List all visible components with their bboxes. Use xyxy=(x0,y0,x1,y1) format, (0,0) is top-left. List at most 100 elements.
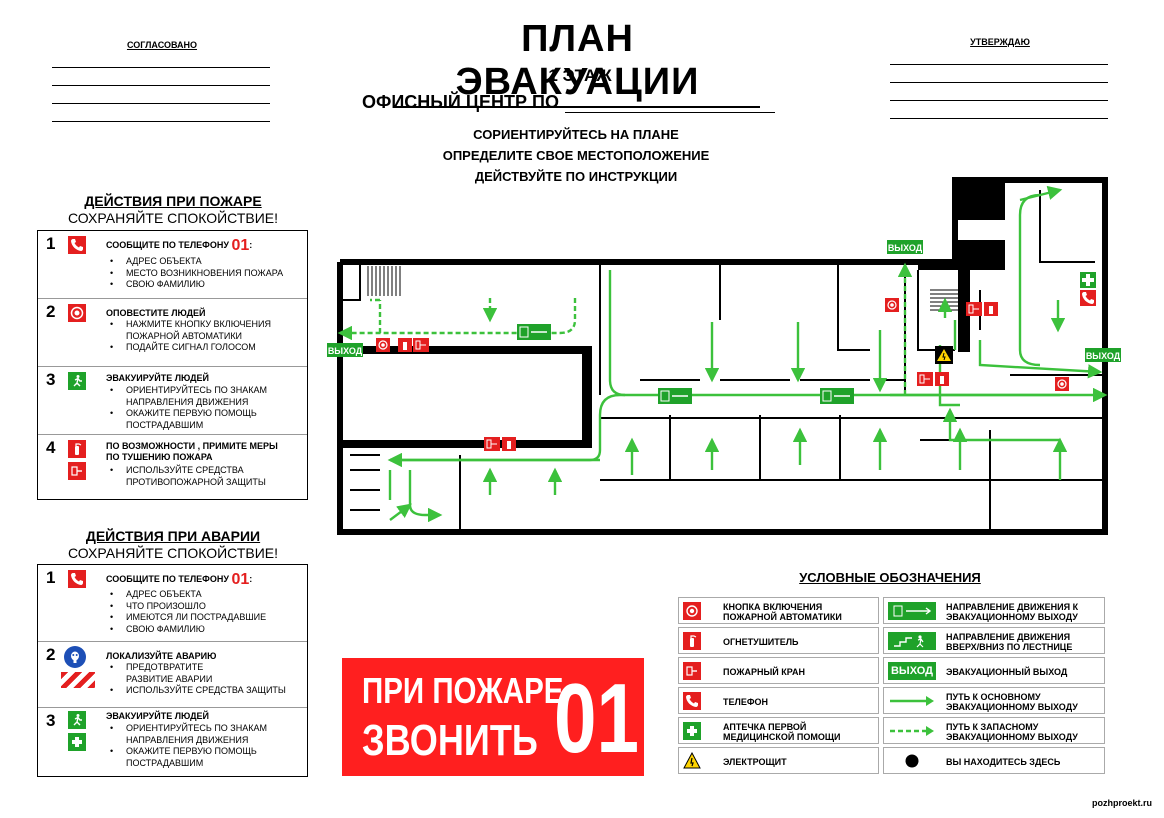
step-list: ИСПОЛЬЗУЙТЕ СРЕДСТВА ПРОТИВОПОЖАРНОЙ ЗАЩ… xyxy=(106,465,276,488)
signature-line xyxy=(890,83,1108,101)
approve-block: УТВЕРЖДАЮ xyxy=(890,37,1110,119)
accident-actions-subtitle: СОХРАНЯЙТЕ СПОКОЙСТВИЕ! xyxy=(67,545,279,561)
electrical-panel-icon xyxy=(683,752,701,770)
list-item: ИМЕЮТСЯ ЛИ ПОСТРАДАВШИЕ xyxy=(106,612,266,624)
list-item: ОРИЕНТИРУЙТЕСЬ ПО ЗНАКАМ НАПРАВЛЕНИЯ ДВИ… xyxy=(106,385,276,408)
office-center-line: ОФИСНЫЙ ЦЕНТР ПО xyxy=(362,92,775,113)
main-path xyxy=(1018,193,1041,367)
step-heading: ЭВАКУИРУЙТЕ ЛЮДЕЙ xyxy=(106,373,209,383)
reserve-path xyxy=(337,298,577,341)
fire-alarm-button-icon xyxy=(683,602,701,620)
staircase xyxy=(367,266,958,311)
exit-sign-icon: ВЫХОД xyxy=(888,662,936,680)
legend-item: ПУТЬ К ЗАПАСНОМУ ЭВАКУАЦИОННОМУ ВЫХОДУ xyxy=(883,717,1105,744)
fire-step-4: 4 ПО ВОЗМОЖНОСТИ , ПРИМИТЕ МЕРЫ ПО ТУШЕН… xyxy=(38,435,307,499)
legend-text: ВЫ НАХОДИТЕСЬ ЗДЕСЬ xyxy=(946,756,1061,767)
signature-line xyxy=(52,104,270,122)
legend-item: НАПРАВЛЕНИЕ ДВИЖЕНИЯ К ЭВАКУАЦИОННОМУ ВЫ… xyxy=(883,597,1105,624)
reserve-path xyxy=(370,298,382,333)
gas-mask-icon xyxy=(64,646,86,668)
instruction-line: СОРИЕНТИРУЙТЕСЬ НА ПЛАНЕ xyxy=(473,127,679,142)
inner-wall-block xyxy=(918,262,958,270)
fire-call-banner: ПРИ ПОЖАРЕ ЗВОНИТЬ 01 xyxy=(342,658,644,776)
signature-line xyxy=(52,50,270,68)
orientation-instructions: СОРИЕНТИРУЙТЕСЬ НА ПЛАНЕ ОПРЕДЕЛИТЕ СВОЕ… xyxy=(376,124,776,187)
emergency-number: 01 xyxy=(231,571,250,588)
legend-item: ЭЛЕКТРОЩИТ xyxy=(678,747,879,774)
accident-actions-panel: 1 СООБЩИТЕ ПО ТЕЛЕФОНУ 01: АДРЕС ОБЪЕКТА… xyxy=(37,564,308,777)
step-number: 1 xyxy=(46,568,56,587)
you-are-here-icon xyxy=(888,752,936,770)
step-heading-text: СООБЩИТЕ ПО ТЕЛЕФОНУ xyxy=(106,574,229,584)
step-heading: ЭВАКУИРУЙТЕ ЛЮДЕЙ xyxy=(106,711,209,721)
inner-wall-block xyxy=(958,262,970,352)
list-item: ПОДАЙТЕ СИГНАЛ ГОЛОСОМ xyxy=(106,342,276,354)
floor-label: 1 ЭТАЖ xyxy=(548,66,612,85)
phone-icon xyxy=(68,236,86,254)
site-credit: pozhproekt.ru xyxy=(1092,798,1152,808)
evacuation-direction-icon xyxy=(820,388,854,404)
fire-alarm-button-icon xyxy=(68,304,86,322)
main-path xyxy=(1019,185,1063,202)
legend-item: ОГНЕТУШИТЕЛЬ xyxy=(678,627,879,654)
evacuation-direction-icon xyxy=(888,602,936,620)
legend-title: УСЛОВНЫЕ ОБОЗНАЧЕНИЯ xyxy=(799,570,981,585)
fire-step-1: 1 СООБЩИТЕ ПО ТЕЛЕФОНУ 01: АДРЕС ОБЪЕКТА… xyxy=(38,231,307,299)
list-item: ОРИЕНТИРУЙТЕСЬ ПО ЗНАКАМ НАПРАВЛЕНИЯ ДВИ… xyxy=(106,723,276,746)
page-title: ПЛАН ЭВАКУАЦИИ xyxy=(395,18,760,108)
office-name-blank xyxy=(564,95,775,113)
reserve-evacuation-paths xyxy=(337,262,913,395)
main-path xyxy=(938,320,960,407)
first-aid-icon xyxy=(1080,272,1096,288)
first-aid-icon xyxy=(68,733,86,751)
step-number: 3 xyxy=(46,370,56,389)
step-number: 1 xyxy=(46,234,56,253)
list-item: ИСПОЛЬЗУЙТЕ СРЕДСТВА ПРОТИВОПОЖАРНОЙ ЗАЩ… xyxy=(106,465,276,488)
list-item: ОКАЖИТЕ ПЕРВУЮ ПОМОЩЬ ПОСТРАДАВШИМ xyxy=(106,746,276,769)
step-heading: ПО ВОЗМОЖНОСТИ , ПРИМИТЕ МЕРЫ ПО ТУШЕНИЮ… xyxy=(106,441,278,462)
legend-text: ПУТЬ К ЗАПАСНОМУ ЭВАКУАЦИОННОМУ ВЫХОДУ xyxy=(946,721,1078,742)
legend-item: ВЫ НАХОДИТЕСЬ ЗДЕСЬ xyxy=(883,747,1105,774)
heading-suffix: : xyxy=(249,240,253,250)
main-path xyxy=(408,470,443,523)
legend-text: НАПРАВЛЕНИЕ ДВИЖЕНИЯ К ЭВАКУАЦИОННОМУ ВЫ… xyxy=(946,601,1079,622)
accident-step-1: 1 СООБЩИТЕ ПО ТЕЛЕФОНУ 01: АДРЕС ОБЪЕКТА… xyxy=(38,565,307,642)
evacuation-direction-icon xyxy=(658,388,692,404)
approve-label: УТВЕРЖДАЮ xyxy=(970,37,1030,47)
legend-text: НАПРАВЛЕНИЕ ДВИЖЕНИЯ ВВЕРХ/ВНИЗ ПО ЛЕСТН… xyxy=(946,631,1073,652)
room-wall xyxy=(837,262,870,351)
fire-actions-panel: 1 СООБЩИТЕ ПО ТЕЛЕФОНУ 01: АДРЕС ОБЪЕКТА… xyxy=(37,230,308,500)
list-item: НАЖМИТЕ КНОПКУ ВКЛЮЧЕНИЯ ПОЖАРНОЙ АВТОМА… xyxy=(106,319,276,342)
inner-wall-block xyxy=(955,180,1005,220)
main-path-arrow-icon xyxy=(888,692,936,710)
step-list: ОРИЕНТИРУЙТЕСЬ ПО ЗНАКАМ НАПРАВЛЕНИЯ ДВИ… xyxy=(106,385,276,431)
step-heading: ОПОВЕСТИТЕ ЛЮДЕЙ xyxy=(106,308,206,318)
fire-hydrant-icon xyxy=(68,462,86,480)
step-list: АДРЕС ОБЪЕКТА ЧТО ПРОИЗОШЛО ИМЕЮТСЯ ЛИ П… xyxy=(106,589,266,635)
fire-equipment-group xyxy=(398,338,429,352)
banner-number: 01 xyxy=(554,663,640,773)
phone-icon xyxy=(68,570,86,588)
exit-label: ВЫХОД xyxy=(1086,351,1121,361)
legend-item: ТЕЛЕФОН xyxy=(678,687,879,714)
agreed-label: СОГЛАСОВАНО xyxy=(126,40,198,50)
step-heading: СООБЩИТЕ ПО ТЕЛЕФОНУ 01: xyxy=(106,238,253,254)
accident-actions-title: ДЕЙСТВИЯ ПРИ АВАРИИ xyxy=(85,528,261,544)
step-list: ПРЕДОТВРАТИТЕ РАЗВИТИЕ АВАРИИ ИСПОЛЬЗУЙТ… xyxy=(106,662,286,697)
fire-step-2: 2 ОПОВЕСТИТЕ ЛЮДЕЙ НАЖМИТЕ КНОПКУ ВКЛЮЧЕ… xyxy=(38,299,307,367)
agreed-block: СОГЛАСОВАНО xyxy=(52,40,272,122)
exit-sign: ВЫХОД xyxy=(887,240,923,254)
accident-step-2: 2 ЛОКАЛИЗУЙТЕ АВАРИЮ ПРЕДОТВРАТИТЕ РАЗВИ… xyxy=(38,642,307,708)
banner-line-1: ПРИ ПОЖАРЕ xyxy=(362,670,564,711)
exit-sign: ВЫХОД xyxy=(1085,348,1121,362)
inner-wall-block xyxy=(340,440,592,448)
room-wall xyxy=(1039,190,1095,263)
step-number: 3 xyxy=(46,711,56,730)
legend-text: ПУТЬ К ОСНОВНОМУ ЭВАКУАЦИОННОМУ ВЫХОДУ xyxy=(946,691,1078,712)
list-item: ЧТО ПРОИЗОШЛО xyxy=(106,601,266,613)
legend-text: АПТЕЧКА ПЕРВОЙ МЕДИЦИНСКОЙ ПОМОЩИ xyxy=(723,721,841,742)
exit-label: ВЫХОД xyxy=(328,346,363,356)
accident-step-3: 3 ЭВАКУИРУЙТЕ ЛЮДЕЙ ОРИЕНТИРУЙТЕСЬ ПО ЗН… xyxy=(38,708,307,775)
signature-line xyxy=(52,68,270,86)
